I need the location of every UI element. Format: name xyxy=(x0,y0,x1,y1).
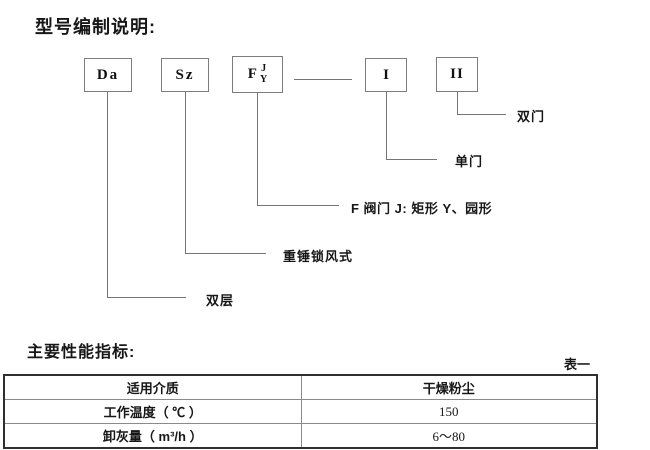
section-title-performance: 主要性能指标: xyxy=(27,344,136,361)
code-box-two: II xyxy=(436,57,478,92)
code-box-one: I xyxy=(365,58,407,92)
table-cell-value: 6～80 xyxy=(300,423,598,449)
table-row: 工作温度（ ℃ ） 150 xyxy=(3,399,598,424)
table-cell-value: 干燥粉尘 xyxy=(300,374,598,400)
code-box-f-main: F xyxy=(247,66,257,82)
table-cell-param: 适用介质 xyxy=(3,374,302,400)
table-cell-value: 150 xyxy=(300,399,598,424)
page-title: 型号编制说明: xyxy=(35,17,156,37)
connector-line-sz xyxy=(185,92,266,254)
connector-line-f xyxy=(257,93,339,206)
continuation-dash-line xyxy=(294,79,352,80)
connector-line-two xyxy=(457,92,506,115)
table-cell-param: 工作温度（ ℃ ） xyxy=(3,399,302,424)
code-box-f-top: J xyxy=(261,63,267,74)
code-box-f-stack: J Y xyxy=(259,63,268,85)
code-box-sz-label: Sz xyxy=(175,66,195,83)
code-box-sz: Sz xyxy=(161,58,209,92)
code-box-f-bottom: Y xyxy=(259,73,268,85)
code-box-da: Da xyxy=(84,58,132,92)
annotation-single-door: 单门 xyxy=(455,154,484,169)
annotation-valve-type: F 阀门 J: 矩形 Y、园形 xyxy=(351,201,493,216)
table-row: 卸灰量（ m³/h ） 6～80 xyxy=(3,423,598,449)
code-box-two-label: II xyxy=(450,66,464,82)
performance-table: 适用介质 干燥粉尘 工作温度（ ℃ ） 150 卸灰量（ m³/h ） 6～80 xyxy=(3,374,598,449)
table-note: 表一 xyxy=(564,357,591,372)
annotation-double-layer: 双层 xyxy=(206,293,235,308)
code-box-f: F J Y xyxy=(232,56,283,93)
annotation-double-door: 双门 xyxy=(517,109,546,124)
connector-line-da xyxy=(107,92,186,298)
table-row: 适用介质 干燥粉尘 xyxy=(3,374,598,400)
code-box-da-label: Da xyxy=(96,66,120,83)
annotation-hammer-airlock: 重锤锁风式 xyxy=(283,249,354,264)
connector-line-one xyxy=(386,92,437,160)
code-box-one-label: I xyxy=(383,66,389,83)
table-cell-param: 卸灰量（ m³/h ） xyxy=(3,423,302,449)
